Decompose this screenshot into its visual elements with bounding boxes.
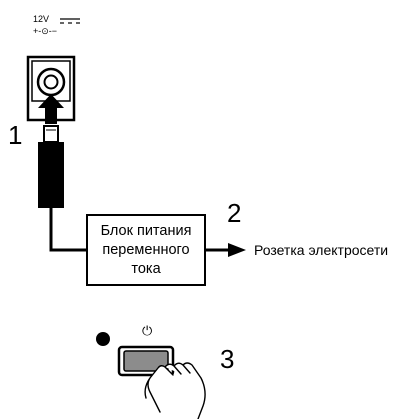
voltage-label: 12V	[33, 14, 50, 24]
adapter-line-2: переменного	[102, 241, 190, 258]
adapter-line-3: тока	[131, 260, 161, 277]
dc-plug-icon	[38, 125, 64, 208]
polarity-label: +-⊙-−	[33, 26, 58, 36]
step-1-label: 1	[8, 120, 23, 150]
power-indicator-icon	[96, 332, 110, 346]
cable-line	[49, 208, 86, 252]
outlet-label: Розетка электросети	[254, 242, 389, 258]
hand-icon	[144, 362, 206, 419]
step-3-label: 3	[220, 344, 235, 374]
step-2-label: 2	[227, 198, 242, 228]
insert-arrow-icon	[38, 94, 64, 124]
ac-adapter-box: Блок питания переменного тока	[86, 214, 206, 286]
dc-symbol-icon	[60, 18, 80, 24]
outlet-arrow-icon	[228, 243, 246, 257]
adapter-line-1: Блок питания	[100, 222, 192, 239]
power-symbol-label: ⏻	[142, 324, 153, 339]
